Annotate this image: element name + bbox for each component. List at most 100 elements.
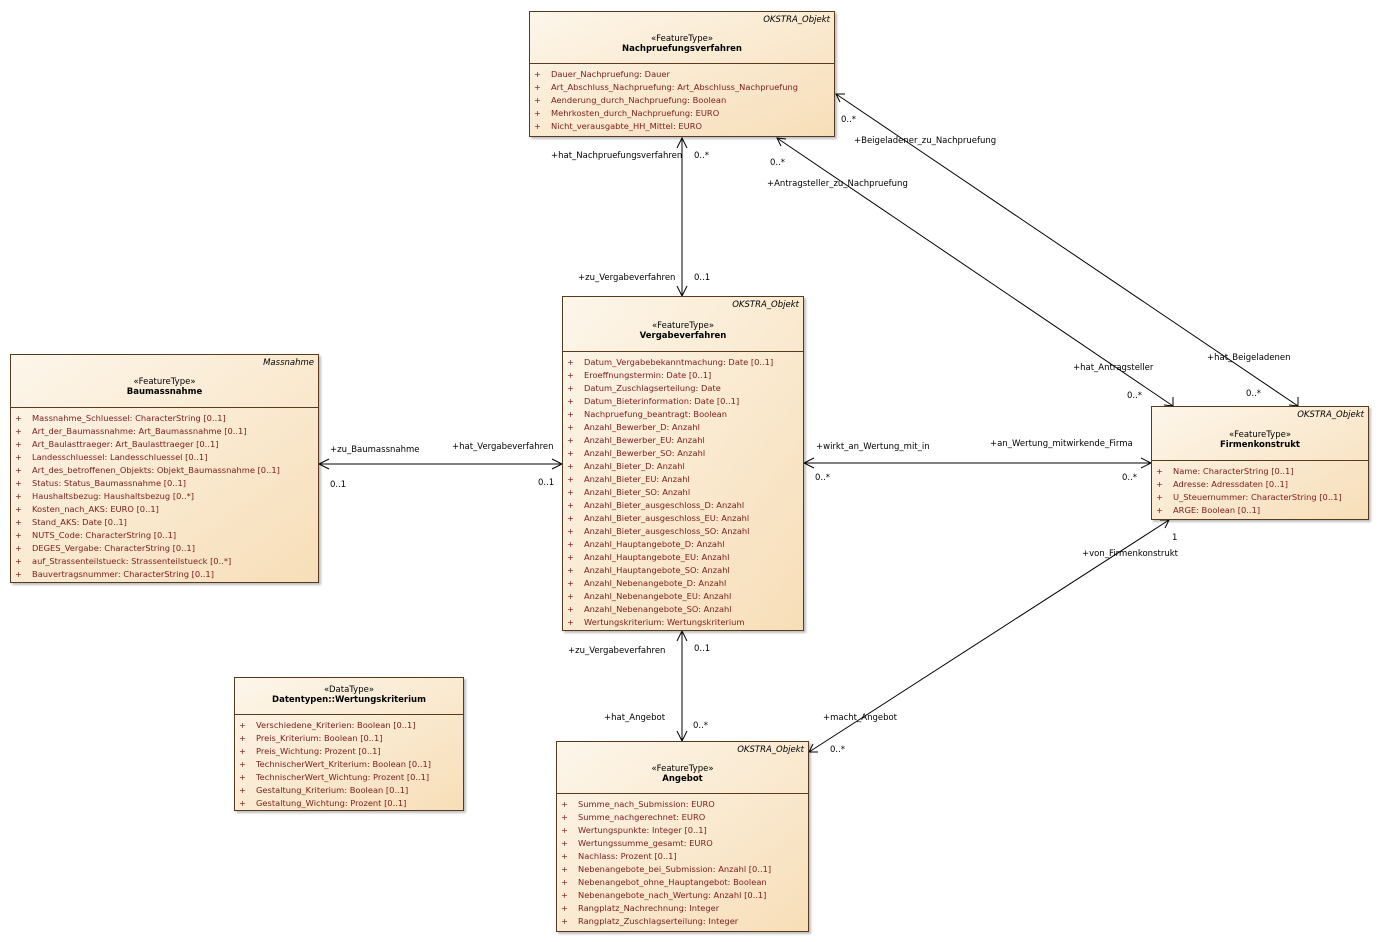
attribute-row: +Anzahl_Bieter_ausgeschloss_EU: Anzahl — [563, 512, 803, 525]
attribute-text: Mehrkosten_durch_Nachpruefung: EURO — [551, 108, 720, 118]
visibility-marker: + — [239, 759, 246, 769]
attribute-text: Anzahl_Nebenangebote_EU: Anzahl — [584, 591, 732, 601]
visibility-marker: + — [567, 565, 574, 575]
attribute-row: +Anzahl_Nebenangebote_SO: Anzahl — [563, 603, 803, 616]
visibility-marker: + — [561, 903, 568, 913]
attribute-row: +Nebenangebote_nach_Wertung: Anzahl [0..… — [557, 889, 808, 902]
visibility-marker: + — [15, 530, 22, 540]
visibility-marker: + — [15, 517, 22, 527]
multiplicity-label: 0..* — [1246, 389, 1262, 399]
visibility-marker: + — [567, 422, 574, 432]
visibility-marker: + — [561, 890, 568, 900]
attribute-list: +Summe_nach_Submission: EURO+Summe_nachg… — [557, 794, 808, 928]
multiplicity-label: 0..1 — [694, 273, 711, 283]
attribute-row: +Landesschluessel: Landesschluessel [0..… — [11, 451, 318, 464]
class-name: Datentypen::Wertungskriterium — [272, 695, 426, 705]
attribute-row: +Anzahl_Nebenangebote_D: Anzahl — [563, 577, 803, 590]
visibility-marker: + — [561, 864, 568, 874]
visibility-marker: + — [561, 838, 568, 848]
visibility-marker: + — [567, 409, 574, 419]
attribute-row: +Name: CharacterString [0..1] — [1152, 465, 1368, 478]
visibility-marker: + — [567, 396, 574, 406]
role-zu-vergabeverfahren-top: +zu_Vergabeverfahren — [578, 273, 676, 283]
visibility-marker: + — [567, 552, 574, 562]
visibility-marker: + — [561, 851, 568, 861]
class-parent: OKSTRA_Objekt — [732, 300, 799, 310]
attribute-text: Adresse: Adressdaten [0..1] — [1173, 479, 1288, 489]
visibility-marker: + — [239, 785, 246, 795]
attribute-text: Preis_Wichtung: Prozent [0..1] — [256, 746, 381, 756]
attribute-row: + Stand_AKS: Date [0..1] — [11, 516, 318, 529]
attribute-row: +ARGE: Boolean [0..1] — [1152, 504, 1368, 517]
attribute-row: +Anzahl_Hauptangebote_D: Anzahl — [563, 538, 803, 551]
visibility-marker: + — [561, 799, 568, 809]
attribute-text: Anzahl_Bieter_ausgeschloss_EU: Anzahl — [584, 513, 750, 523]
attribute-row: + Anzahl_Bieter_D: Anzahl — [563, 460, 803, 473]
attribute-row: +Bauvertragsnummer: CharacterString [0..… — [11, 568, 318, 581]
attribute-text: Anzahl_Bieter_EU: Anzahl — [584, 474, 690, 484]
attribute-text: Rangplatz_Nachrechnung: Integer — [578, 903, 720, 913]
visibility-marker: + — [567, 383, 574, 393]
attribute-row: +TechnischerWert_Kriterium: Boolean [0..… — [235, 758, 463, 771]
attribute-row: +U_Steuernummer: CharacterString [0..1] — [1152, 491, 1368, 504]
class-name: Angebot — [662, 774, 703, 784]
class-baumassnahme[interactable]: Massnahme «FeatureType» Baumassnahme +Ma… — [10, 354, 319, 583]
attribute-text: Anzahl_Hauptangebote_EU: Anzahl — [584, 552, 730, 562]
attribute-text: Stand_AKS: Date [0..1] — [32, 517, 127, 527]
role-beigeladener-zu-nachpruefung: +Beigeladener_zu_Nachpruefung — [854, 136, 997, 146]
attribute-text: Preis_Kriterium: Boolean [0..1] — [256, 733, 383, 743]
class-firmenkonstrukt[interactable]: OKSTRA_Objekt «FeatureType» Firmenkonstr… — [1151, 406, 1369, 520]
attribute-text: Nachpruefung_beantragt: Boolean — [584, 409, 728, 419]
class-angebot[interactable]: OKSTRA_Objekt «FeatureType» Angebot +Sum… — [556, 741, 809, 932]
multiplicity-label: 0..1 — [694, 644, 711, 654]
visibility-marker: + — [1156, 466, 1163, 476]
attribute-row: +Preis_Wichtung: Prozent [0..1] — [235, 745, 463, 758]
attribute-text: U_Steuernummer: CharacterString [0..1] — [1173, 492, 1342, 502]
visibility-marker: + — [567, 604, 574, 614]
role-macht-angebot: +macht_Angebot — [823, 713, 898, 723]
visibility-marker: + — [534, 95, 541, 105]
attribute-row: +DEGES_Vergabe: CharacterString [0..1] — [11, 542, 318, 555]
attribute-text: Art_Baulasttraeger: Art_Baulasttraeger [… — [32, 439, 219, 449]
class-nachpruefungsverfahren[interactable]: OKSTRA_Objekt «FeatureType» Nachpruefung… — [529, 11, 835, 137]
attribute-text: Status: Status_Baumassnahme [0..1] — [32, 478, 187, 488]
visibility-marker: + — [561, 812, 568, 822]
attribute-row: +Anzahl_Bewerber_D: Anzahl — [563, 421, 803, 434]
visibility-marker: + — [239, 772, 246, 782]
attribute-text: Summe_nachgerechnet: EURO — [578, 812, 706, 822]
visibility-marker: + — [15, 478, 22, 488]
attribute-text: Datum_Zuschlagserteilung: Date — [584, 383, 721, 393]
class-stereotype: «FeatureType» — [1228, 430, 1292, 440]
visibility-marker: + — [567, 448, 574, 458]
attribute-text: Eroeffnungstermin: Date [0..1] — [584, 370, 712, 380]
visibility-marker: + — [561, 916, 568, 926]
class-parent: OKSTRA_Objekt — [763, 15, 830, 25]
visibility-marker: + — [567, 578, 574, 588]
attribute-row: +Anzahl_Bieter_SO: Anzahl — [563, 486, 803, 499]
attribute-text: Art_des_betroffenen_Objekts: Objekt_Baum… — [32, 465, 280, 475]
class-vergabeverfahren[interactable]: OKSTRA_Objekt «FeatureType» Vergabeverfa… — [562, 296, 804, 631]
attribute-row: +Nachlass: Prozent [0..1] — [557, 850, 808, 863]
attribute-row: +Datum_Bieterinformation: Date [0..1] — [563, 395, 803, 408]
visibility-marker: + — [15, 465, 22, 475]
class-wertungskriterium[interactable]: «DataType» Datentypen::Wertungskriterium… — [234, 677, 464, 811]
attribute-text: Anzahl_Bewerber_SO: Anzahl — [584, 448, 706, 458]
attribute-text: Dauer_Nachpruefung: Dauer — [551, 69, 670, 79]
attribute-row: + Art_des_betroffenen_Objekts: Objekt_Bau… — [11, 464, 318, 477]
attribute-row: +Nicht_verausgabte_HH_Mittel: EURO — [530, 120, 834, 133]
role-hat-nachpruefungsverfahren: +hat_Nachpruefungsverfahren — [551, 151, 683, 161]
attribute-text: Haushaltsbezug: Haushaltsbezug [0..*] — [32, 491, 195, 501]
attribute-row: +Anzahl_Bieter_EU: Anzahl — [563, 473, 803, 486]
class-name: Baumassnahme — [126, 387, 203, 397]
assoc-fk-ang — [808, 519, 1170, 753]
attribute-row: +Verschiedene_Kriterien: Boolean [0..1] — [235, 719, 463, 732]
visibility-marker: + — [567, 500, 574, 510]
attribute-text: Art_der_Baumassnahme: Art_Baumassnahme [… — [32, 426, 247, 436]
attribute-text: Nebenangebote_bei_Submission: Anzahl [0.… — [578, 864, 772, 874]
visibility-marker: + — [15, 439, 22, 449]
visibility-marker: + — [15, 504, 22, 514]
visibility-marker: + — [567, 461, 574, 471]
attribute-text: Anzahl_Bieter_D: Anzahl — [584, 461, 685, 471]
multiplicity-label: 0..* — [1122, 473, 1138, 483]
multiplicity-label: 0..* — [1127, 391, 1143, 401]
